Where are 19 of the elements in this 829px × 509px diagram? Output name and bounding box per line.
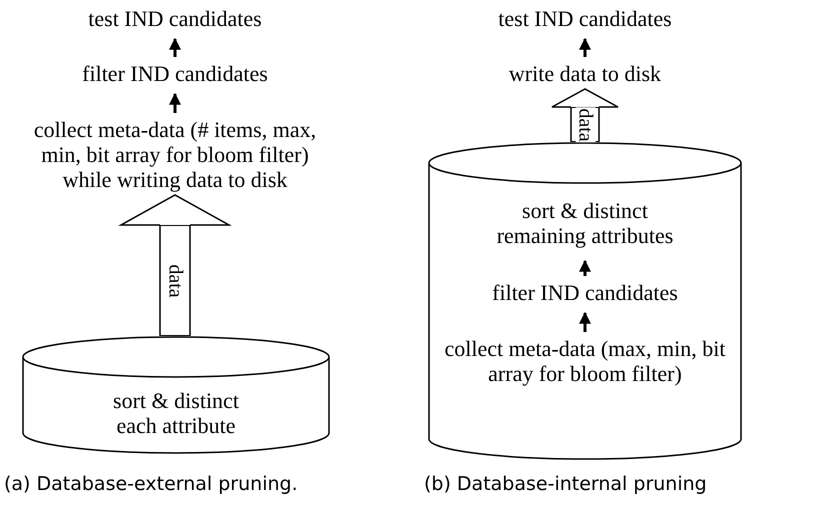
step-text: filter IND candidates [81, 61, 269, 86]
cylinder-label: sort & distinct each attribute [112, 388, 240, 438]
step-text: sort & distinct remaining attributes [496, 198, 674, 248]
step-text: write data to disk [508, 61, 662, 86]
arrow [579, 260, 591, 276]
step-text: test IND candidates [87, 6, 263, 31]
step-text: test IND candidates [497, 6, 673, 31]
arrow [579, 312, 591, 332]
step-text: collect meta-data (# items, max, min, bit array for bloom filter) while writing data to disk [32, 117, 318, 192]
step-text: filter IND candidates [491, 280, 679, 305]
subfigure-caption: (a) Database-external pruning. [4, 473, 298, 495]
step-text: collect meta-data (max, min, bit array for bloom filter) [443, 336, 726, 386]
subfigure-caption: (b) Database-internal pruning [424, 473, 707, 495]
database-cylinder [22, 336, 330, 454]
database-cylinder [428, 142, 742, 460]
arrow [169, 92, 181, 113]
edge-label: data [575, 106, 596, 142]
arrow [169, 38, 181, 57]
arrow [579, 38, 591, 57]
